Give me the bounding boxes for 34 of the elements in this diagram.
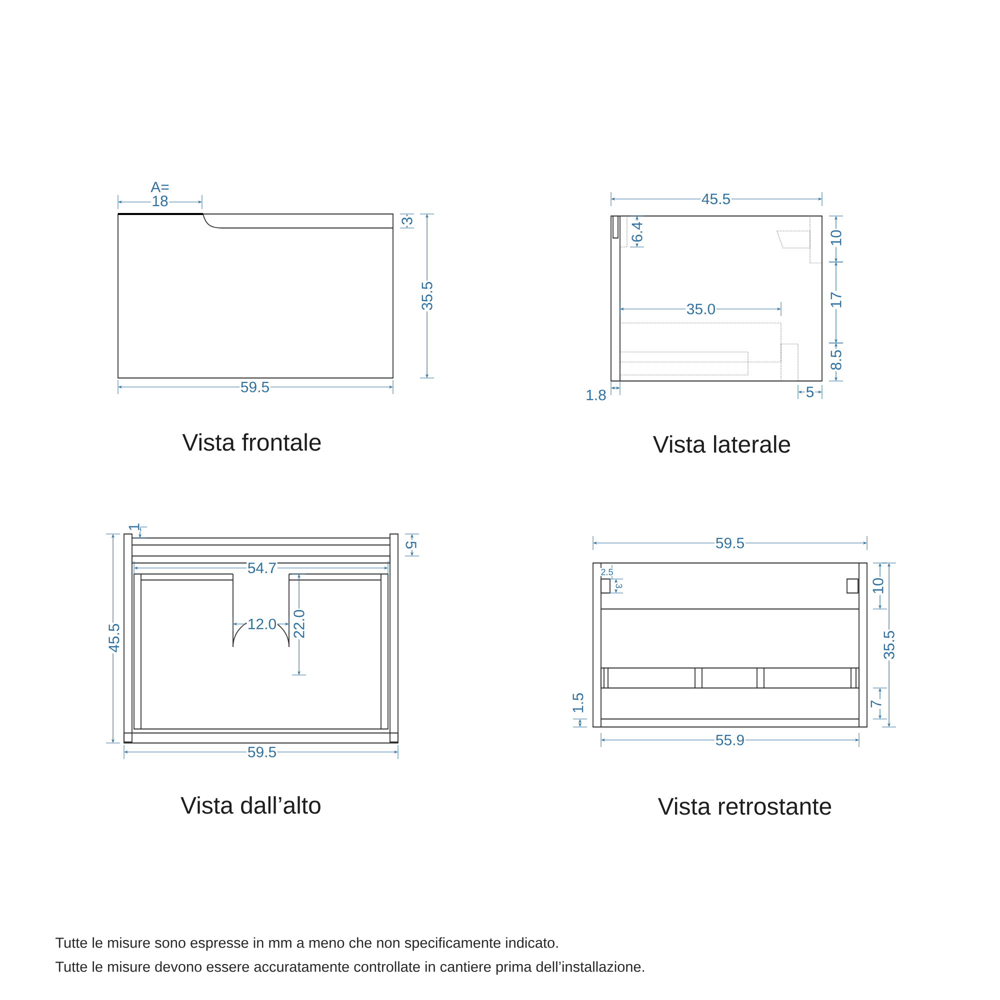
dimension-value: 18: [150, 194, 170, 208]
dimension-value: 35.0: [686, 302, 716, 316]
dimension-value: 1.5: [572, 692, 584, 714]
footnote-text: Tutte le misure sono espresse in mm a meno che non specificamente indicato.: [56, 937, 558, 951]
dimension-value: 6.4: [630, 220, 644, 244]
footnote-text: Tutte le misure devono essere accuratamente controllate in cantiere prima dell’installazione.: [56, 961, 644, 975]
view-caption: Vista laterale: [652, 435, 790, 453]
dimension-value: 45.5: [700, 192, 732, 206]
dimension-value: 59.5: [240, 380, 270, 394]
dimension-value: 3: [400, 216, 414, 226]
dimension-value: A=: [150, 181, 170, 193]
dimension-value: 45.5: [108, 622, 120, 654]
view-caption: Vista retrostante: [658, 797, 832, 815]
dimension-value: 55.9: [714, 734, 746, 746]
dimension-value: 59.5: [714, 536, 746, 550]
dimension-value: 7: [870, 699, 882, 709]
dimension-value: 22.0: [292, 608, 306, 640]
dimension-value: 35.5: [420, 280, 434, 312]
dimension-value: 2.5: [600, 568, 614, 576]
dimension-value: 1: [128, 522, 140, 532]
dimension-value: 8.5: [830, 348, 842, 372]
dimension-value: 3: [615, 582, 623, 590]
dimension-value: 1.8: [584, 388, 608, 402]
view-caption: Vista dall’alto: [180, 796, 320, 814]
dimension-value: 5: [805, 386, 815, 398]
dimension-value: 5: [404, 540, 418, 550]
dimension-value: 12.0: [246, 618, 278, 630]
dimension-value: 59.5: [246, 746, 278, 758]
view-caption: Vista frontale: [182, 433, 321, 451]
dimension-value: 17: [830, 290, 842, 310]
dimension-value: 35.5: [882, 630, 896, 660]
dimension-value: 10: [830, 228, 842, 248]
dimension-value: 10: [872, 576, 884, 596]
dimension-value: 54.7: [246, 562, 278, 574]
